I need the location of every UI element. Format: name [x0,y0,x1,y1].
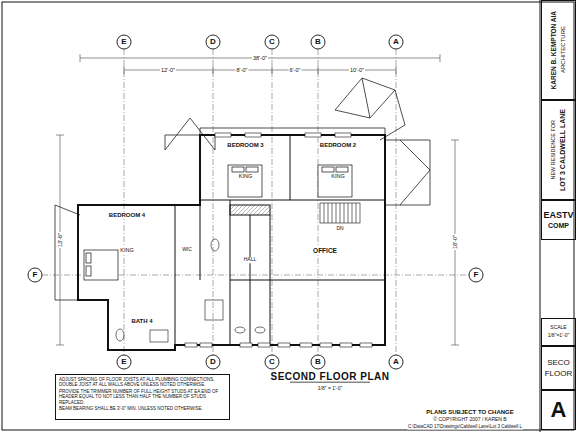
sheet-title-panel: SECO FLOOR [541,346,576,390]
architect-panel: KAREN B. KEMPTON AIAARCHITECTURE [541,0,576,100]
grid-bubbles [28,35,483,369]
disclaimer: PLANS SUBJECT TO CHANGE [425,409,515,416]
stair-note: DN [335,226,344,232]
grid-bubble-label: E [120,358,127,367]
node-text: KING [119,247,134,253]
room-label: WIC [181,247,193,253]
node-text: KING [238,173,253,179]
grid-bubble-label: A [392,38,400,47]
file-path: C:\DataCAD 17\Drawings\Caldwell Lane\Lot… [407,425,523,430]
grid-bubble-label: D [209,38,217,47]
node-text: BEAM BEARING SHALL BE 3'-0" MIN. UNLESS … [59,406,203,411]
node-heading: BEDROOM 4 [108,212,146,219]
bedroom-room: BEDROOM 4 KING [80,207,174,299]
node-heading: ADJUST SPACING OF FLOOR JOISTS AT ALL PL… [59,377,226,388]
office-room: OFFICE [280,230,370,272]
roof-outlines [55,78,430,300]
node-text: LOT 3 CALDWELL LANE [559,109,567,191]
dimension: 12'-0" [160,67,176,73]
bed-symbols [84,165,352,280]
node-text: 1/8"=1'-0" [548,333,570,339]
dimension: 38'-0" [252,55,268,61]
dimension: 6'-0" [289,67,302,73]
grid-bubble-label: E [120,38,127,47]
bedroom-room: BEDROOM 2 KING [292,137,384,199]
node-text: PROVIDE THE TRIMMER NUMBER OF FULL HEIGH… [59,389,226,405]
bath-room: BATH 4 [110,301,174,341]
dimension: 18'-0" [452,234,458,250]
node-heading: NEW RESIDENCE FOR [550,120,556,180]
bedroom-room: BEDROOM 3 KING [202,137,289,199]
dimension: 13'-6" [57,232,63,248]
node-heading: OFFICE [312,247,338,254]
room-label: HALL [243,257,258,263]
node-heading: EASTV [544,210,574,220]
copyright: © COPYRIGHT 2007 / KAREN B [432,417,507,423]
exterior-walls [78,135,385,350]
grid-bubble-label: C [268,38,276,47]
title-block-frame [290,0,540,432]
node-heading: BATH 4 [130,318,153,325]
drawing-title: SECOND FLOOR PLAN [269,371,390,382]
grid-bubble-label: C [268,358,276,367]
project-panel: NEW RESIDENCE FORLOT 3 CALDWELL LANE [541,100,576,200]
node-text: COMP [548,222,569,230]
grid-bubble-label: F [473,271,480,280]
grid-lines [42,49,469,355]
plumbing-fixtures [116,239,265,342]
window-symbols [185,133,372,347]
node-heading: BEDROOM 3 [226,142,264,149]
notes-box: ADJUST SPACING OF FLOOR JOISTS AT ALL PL… [55,374,230,420]
node-text: ARCHITECTURE [560,26,567,73]
dimension-lines [56,54,459,345]
stair-symbol [320,203,360,223]
node-heading: BEDROOM 2 [319,142,357,149]
grid-bubble-label: A [392,358,400,367]
scale-note: 1/8" = 1'-0" [317,386,343,392]
firm-panel: EASTV COMP [541,200,576,240]
grid-bubble-label: D [209,358,217,367]
grid-bubble-label: B [314,358,322,367]
interior-walls [175,135,385,345]
node-heading: SECO [547,358,570,367]
node-heading: A [551,397,567,422]
grid-bubble-label: F [32,271,39,280]
node-text: KING [330,173,345,179]
grid-bubble-label: B [314,38,322,47]
sheet-number-panel: A [541,390,576,430]
node-heading: SCALE [550,325,566,331]
dimension: 10'-0" [349,67,365,73]
dimension: 8'-0" [236,67,249,73]
node-heading: KAREN B. KEMPTON AIA [550,11,557,89]
scale-panel: SCALE 1/8"=1'-0" [541,318,576,346]
node-text: FLOOR [545,369,573,378]
